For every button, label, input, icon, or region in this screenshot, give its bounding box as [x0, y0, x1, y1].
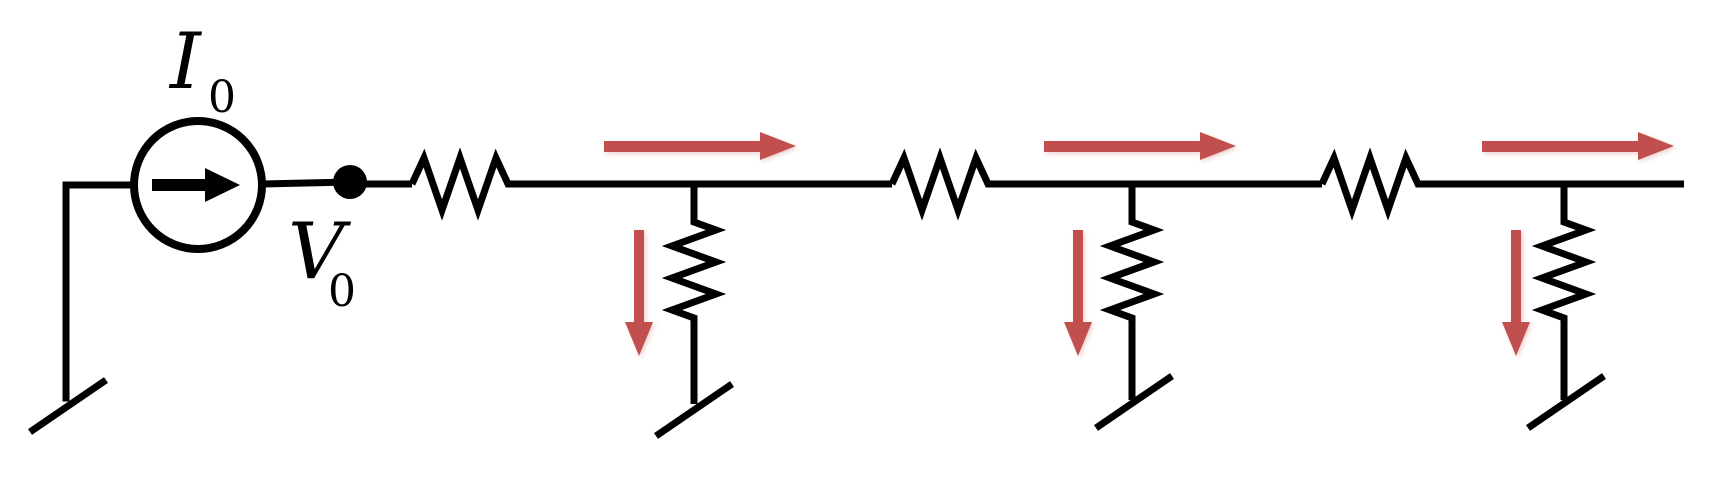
arrow-right-icon	[1482, 132, 1674, 160]
ground-icon	[1094, 373, 1174, 431]
ground-icon	[1526, 373, 1606, 431]
resistor-icon	[661, 184, 727, 404]
left-ground-wire	[62, 181, 136, 402]
arrow-right-icon	[604, 132, 796, 160]
shunt-branch-1	[654, 184, 734, 439]
arrow-down-icon	[1502, 230, 1530, 356]
ground-icon	[654, 381, 734, 439]
resistor-icon	[408, 147, 520, 221]
source-label: I	[168, 17, 203, 107]
ground-icon	[28, 377, 108, 435]
series-resistor-1	[408, 147, 520, 221]
series-resistor-2	[888, 147, 994, 221]
resistor-icon	[1099, 184, 1165, 400]
resistor-icon	[888, 147, 994, 221]
current-source-icon	[130, 117, 266, 253]
resistor-icon	[1318, 147, 1424, 221]
arrow-down-icon	[1064, 230, 1092, 356]
resistor-icon	[1531, 184, 1597, 400]
shunt-branch-2	[1094, 184, 1174, 431]
node-label: V	[288, 207, 351, 297]
arrow-right-icon	[1044, 132, 1236, 160]
source-subscript: 0	[208, 72, 236, 123]
shunt-branch-3	[1526, 184, 1606, 431]
node-subscript: 0	[328, 266, 356, 317]
series-resistor-3	[1318, 147, 1424, 221]
arrow-down-icon	[625, 230, 653, 356]
